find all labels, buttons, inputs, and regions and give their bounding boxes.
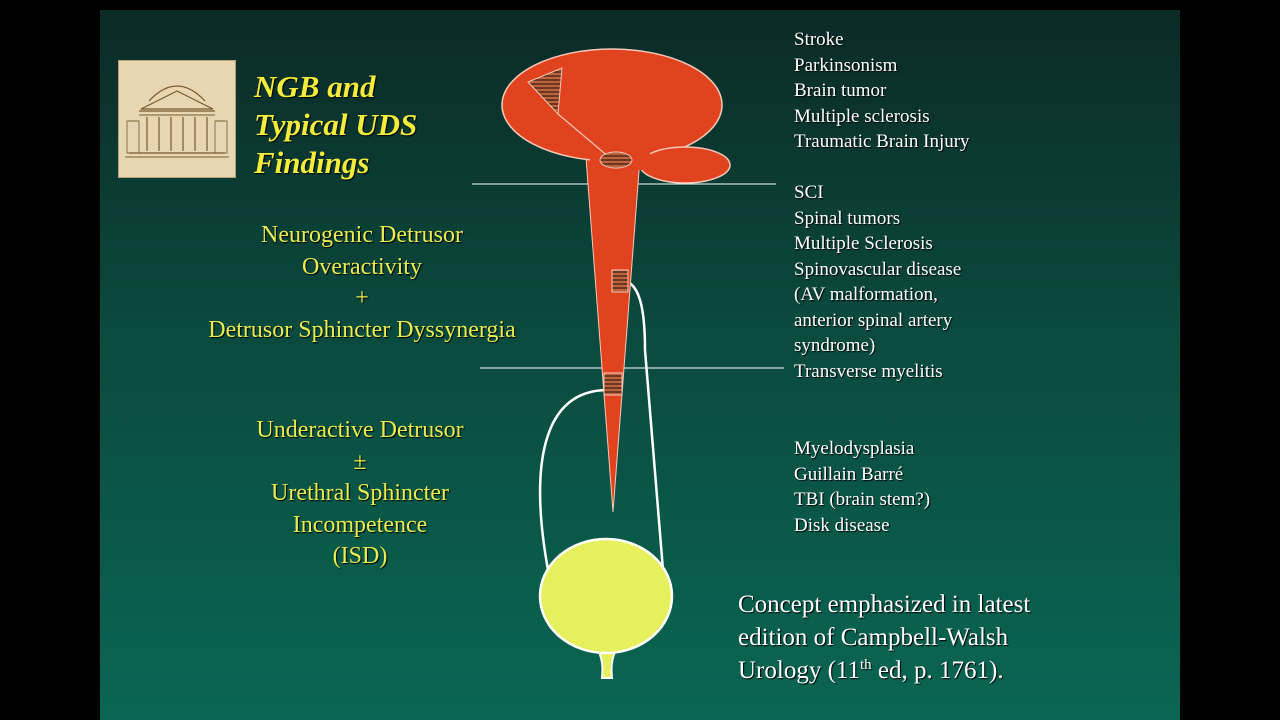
list-item: Spinal tumors bbox=[794, 207, 901, 229]
list-item: Stroke bbox=[794, 29, 844, 50]
inner-nerve-loop bbox=[538, 388, 609, 571]
building-drawing-icon bbox=[119, 61, 235, 177]
lower-findings-line-5: (ISD) bbox=[332, 543, 388, 569]
concept-line-3-pre: Urology (11 bbox=[738, 657, 860, 684]
lower-findings-line-2: ± bbox=[353, 448, 367, 475]
list-item: Multiple sclerosis bbox=[794, 105, 930, 127]
list-item: anterior spinal artery bbox=[794, 309, 953, 331]
concept-line-2: edition of Campbell-Walsh bbox=[738, 624, 1009, 651]
concept-note: Concept emphasized in latest edition of … bbox=[738, 588, 1030, 687]
list-item: Guillain Barré bbox=[794, 463, 904, 485]
concept-line-1: Concept emphasized in latest bbox=[738, 591, 1031, 618]
cortical-center bbox=[527, 67, 563, 116]
list-item: Brain tumor bbox=[794, 80, 887, 101]
list-item: Spinovascular disease bbox=[794, 258, 962, 280]
list-item: syndrome) bbox=[794, 335, 876, 356]
spinal-cord bbox=[585, 157, 641, 513]
list-item: TBI (brain stem?) bbox=[794, 489, 931, 510]
concept-line-3-sup: th bbox=[859, 657, 872, 673]
building-drawing-image bbox=[118, 60, 236, 178]
list-item: Myelodysplasia bbox=[794, 438, 915, 459]
list-item: (AV malformation, bbox=[794, 284, 938, 305]
upper-findings: Neurogenic Detrusor Overactivity + Detru… bbox=[162, 220, 562, 346]
list-item: Parkinsonism bbox=[794, 54, 898, 76]
thoracolumbar-center bbox=[611, 269, 629, 293]
sacral-conditions-list: Myelodysplasia Guillain Barré TBI (brain… bbox=[794, 436, 930, 538]
title-line-2: Typical UDS bbox=[254, 107, 418, 142]
spinal-conditions-list: SCI Spinal tumors Multiple Sclerosis Spi… bbox=[794, 180, 961, 384]
brain-conditions-list: Stroke Parkinsonism Brain tumor Multiple… bbox=[794, 27, 970, 155]
concept-line-3: Urology (11th ed, p. 1761). bbox=[738, 654, 1030, 687]
upper-findings-line-4: Detrusor Sphincter Dyssynergia bbox=[208, 316, 516, 343]
bladder bbox=[538, 537, 674, 655]
list-item: Multiple Sclerosis bbox=[794, 233, 933, 254]
list-item: Disk disease bbox=[794, 514, 890, 536]
lower-findings-line-1: Underactive Detrusor bbox=[256, 417, 464, 443]
lower-findings-line-4: Incompetence bbox=[292, 511, 428, 538]
lower-findings: Underactive Detrusor ± Urethral Sphincte… bbox=[180, 415, 540, 573]
sacral-center bbox=[603, 372, 623, 396]
neuro-urology-diagram bbox=[472, 48, 784, 679]
title-line-3: Findings bbox=[254, 145, 370, 180]
slide-title: NGB and Typical UDS Findings bbox=[254, 68, 417, 182]
upper-findings-line-1: Neurogenic Detrusor bbox=[261, 222, 463, 248]
lower-findings-line-3: Urethral Sphincter bbox=[271, 480, 449, 506]
list-item: Transverse myelitis bbox=[794, 360, 943, 382]
upper-findings-line-3: + bbox=[355, 285, 369, 311]
slide: NGB and Typical UDS Findings bbox=[100, 10, 1180, 720]
pontine-center bbox=[599, 151, 633, 169]
upper-findings-line-2: Overactivity bbox=[302, 253, 422, 280]
concept-line-3-post: ed, p. 1761). bbox=[871, 657, 1004, 684]
list-item: Traumatic Brain Injury bbox=[794, 131, 970, 152]
cerebellum bbox=[639, 146, 731, 184]
list-item: SCI bbox=[794, 182, 824, 203]
title-line-1: NGB and bbox=[254, 69, 376, 104]
